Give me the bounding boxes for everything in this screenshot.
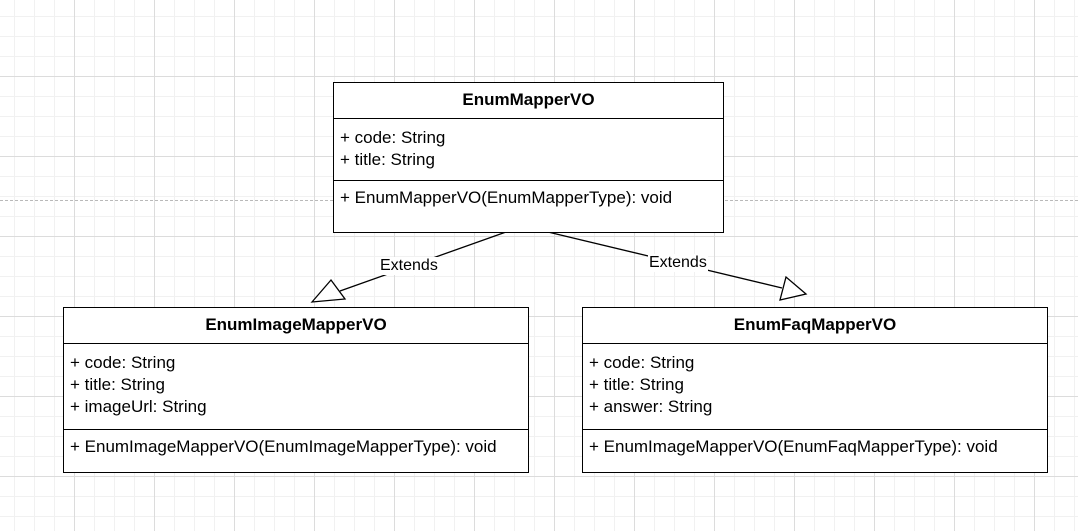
class-name: EnumImageMapperVO (64, 308, 528, 344)
attribute: + code: String (340, 128, 446, 147)
class-box-enum-mapper-vo[interactable]: EnumMapperVO + code: String + title: Str… (333, 82, 724, 233)
class-box-enum-faq-mapper-vo[interactable]: EnumFaqMapperVO + code: String + title: … (582, 307, 1048, 473)
attribute: + title: String (589, 375, 684, 394)
class-name: EnumMapperVO (334, 83, 723, 119)
attributes-compartment: + code: String + title: String + imageUr… (64, 344, 528, 430)
attribute: + answer: String (589, 397, 713, 416)
attribute: + imageUrl: String (70, 397, 207, 416)
generalization-arrowhead-icon (779, 275, 808, 301)
attribute: + title: String (70, 375, 165, 394)
operations-compartment: + EnumImageMapperVO(EnumFaqMapperType): … (583, 430, 1047, 464)
edge-label-extends[interactable]: Extends (379, 257, 439, 275)
attributes-compartment: + code: String + title: String (334, 119, 723, 181)
operations-compartment: + EnumImageMapperVO(EnumImageMapperType)… (64, 430, 528, 464)
operation: + EnumImageMapperVO(EnumFaqMapperType): … (589, 437, 998, 456)
attribute: + code: String (70, 353, 176, 372)
attribute: + title: String (340, 150, 435, 169)
operations-compartment: + EnumMapperVO(EnumMapperType): void (334, 181, 723, 215)
operation: + EnumImageMapperVO(EnumImageMapperType)… (70, 437, 497, 456)
operation: + EnumMapperVO(EnumMapperType): void (340, 188, 673, 207)
attributes-compartment: + code: String + title: String + answer:… (583, 344, 1047, 430)
edge-label-extends[interactable]: Extends (648, 254, 708, 272)
attribute: + code: String (589, 353, 695, 372)
class-box-enum-image-mapper-vo[interactable]: EnumImageMapperVO + code: String + title… (63, 307, 529, 473)
class-name: EnumFaqMapperVO (583, 308, 1047, 344)
generalization-arrowhead-icon (310, 278, 347, 303)
